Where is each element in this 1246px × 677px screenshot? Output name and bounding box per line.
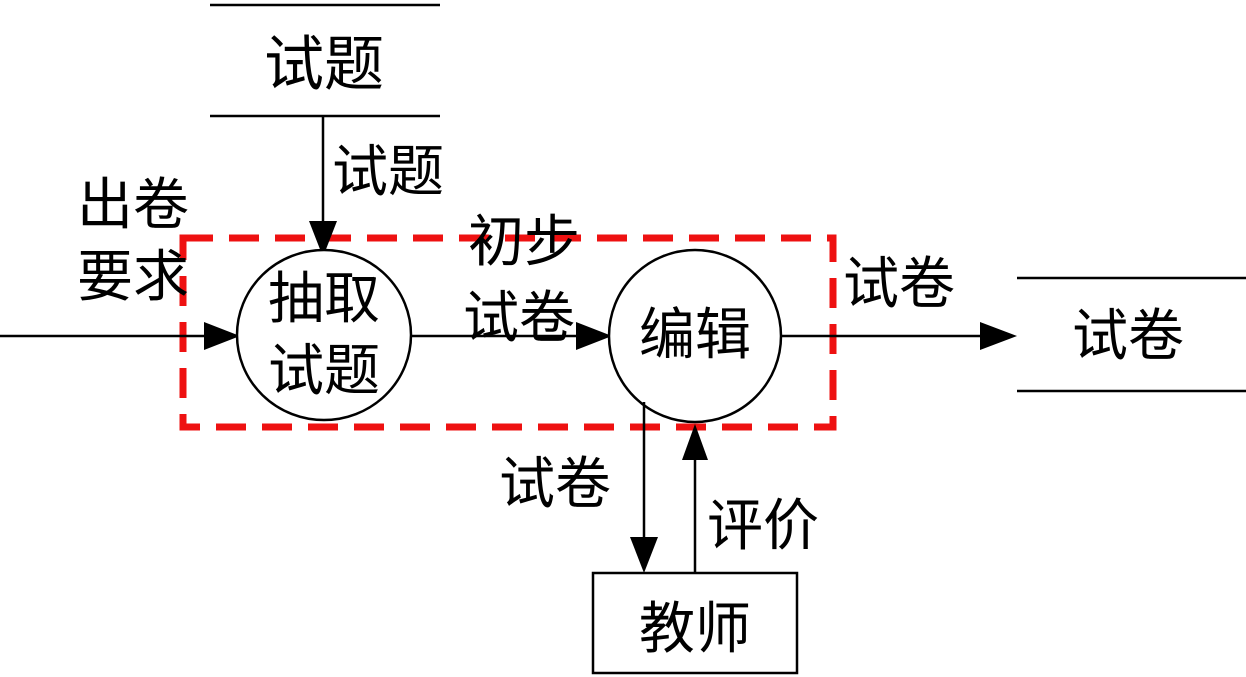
datastore-questions-label: 试题: [264, 32, 384, 98]
entity-teacher: 教师: [591, 571, 799, 675]
flow-questions-in: 试题: [309, 116, 444, 257]
flow-evaluation-label: 评价: [707, 496, 819, 558]
flow-paper-to-teacher: 试卷: [499, 402, 658, 573]
arrowhead-right-icon: [980, 322, 1017, 350]
arrowhead-up-icon: [682, 424, 708, 460]
datastore-paper: 试卷: [1017, 276, 1246, 393]
process-extract-label-line1: 抽取: [268, 269, 380, 331]
flow-paper-out: 试卷: [781, 254, 1017, 350]
flow-draft-paper: 初步 试卷: [411, 212, 612, 350]
datastore-paper-label: 试卷: [1072, 306, 1184, 368]
arrowhead-right-icon: [576, 322, 612, 350]
arrowhead-right-icon: [204, 322, 240, 350]
flow-draft-paper-label-line1: 初步: [468, 212, 580, 274]
flow-draft-paper-label-line2: 试卷: [463, 288, 575, 350]
entity-teacher-box: [591, 571, 799, 675]
flow-paper-to-teacher-label: 试卷: [499, 454, 611, 516]
flow-evaluation: 评价: [682, 424, 819, 573]
process-edit: 编辑: [607, 248, 783, 424]
highlight-region: [179, 234, 837, 431]
highlight-dashed-rect: [179, 234, 837, 431]
flow-paper-out-label: 试卷: [843, 254, 955, 316]
process-extract: 抽取 试题: [235, 248, 413, 422]
datastore-questions: 试题: [210, 3, 440, 118]
entity-teacher-label: 教师: [639, 599, 751, 661]
flow-requirements: 出卷 要求: [0, 175, 240, 350]
process-edit-label: 编辑: [639, 305, 751, 367]
flow-requirements-label-line1: 出卷: [77, 175, 189, 237]
arrowhead-down-icon: [309, 221, 337, 257]
flow-requirements-label-line2: 要求: [77, 247, 189, 309]
flow-questions-in-label: 试题: [332, 142, 444, 204]
arrowhead-down-icon: [630, 537, 658, 573]
process-extract-label-line2: 试题: [268, 341, 380, 403]
